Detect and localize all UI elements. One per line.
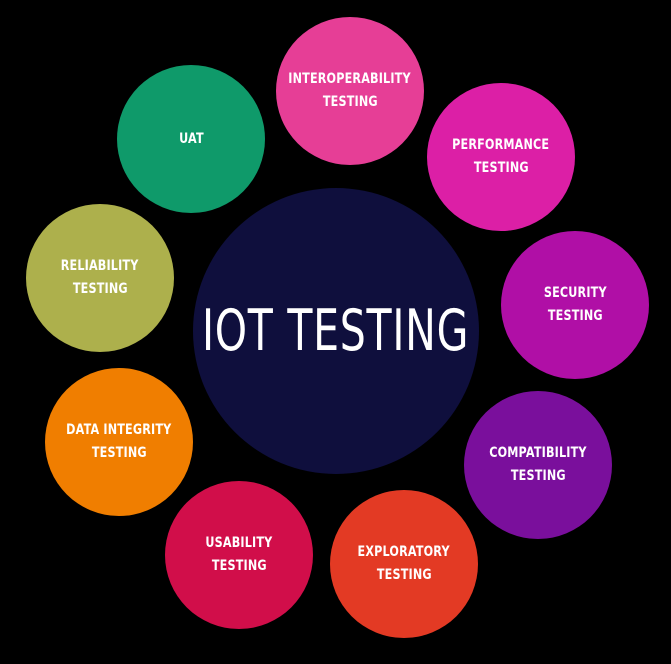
circle-label-line: UAT [178,130,204,147]
circle-label-line: TESTING [473,160,529,176]
circle-label-line: TESTING [376,567,432,583]
circle-label-line: TESTING [72,281,128,297]
circle-uat: UAT [117,65,265,213]
circle-label-line: RELIABILITY [61,258,139,274]
circle-label-line: TESTING [322,94,378,110]
circle-label-line: TESTING [510,468,566,484]
circle-label-line: PERFORMANCE [452,137,550,153]
circle-label-line: TESTING [211,558,267,574]
circle-reliability-testing: RELIABILITY TESTING [26,204,174,352]
circle-data-integrity-testing: DATA INTEGRITY TESTING [45,368,193,516]
center-circle: IOT TESTING [193,188,479,474]
circle-label-line: TESTING [91,445,147,461]
circle-label-line: USABILITY [205,535,273,551]
circle-compatibility-testing: COMPATIBILITY TESTING [464,391,612,539]
circle-label-line: COMPATIBILITY [489,445,587,461]
circle-label-line: DATA INTEGRITY [66,422,172,438]
circle-label-line: INTEROPERABILITY [288,71,412,87]
circle-exploratory-testing: EXPLORATORY TESTING [330,490,478,638]
circle-security-testing: SECURITY TESTING [501,231,649,379]
circle-label-line: EXPLORATORY [357,544,451,560]
circle-interoperability-testing: INTEROPERABILITY TESTING [276,17,424,165]
circle-label-line: SECURITY [543,285,607,301]
circle-performance-testing: PERFORMANCE TESTING [427,83,575,231]
center-label: IOT TESTING [202,298,470,364]
circle-usability-testing: USABILITY TESTING [165,481,313,629]
circle-label-line: TESTING [547,308,603,324]
